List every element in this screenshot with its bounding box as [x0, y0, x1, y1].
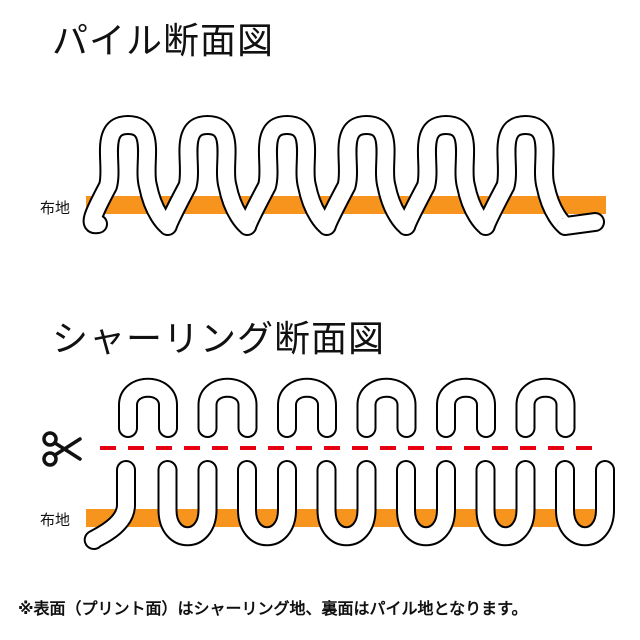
cut-pile-top-fill: [120, 379, 176, 436]
cut-pile-bottom-fill: [398, 462, 454, 545]
cut-pile-bottoms: [83, 460, 615, 550]
cut-pile-tops: [118, 377, 576, 438]
scissors-icon: [42, 431, 82, 467]
pile-loops: [82, 115, 605, 236]
cut-pile-bottom-fill: [557, 462, 613, 545]
shearing-section-title: シャーリング断面図: [52, 319, 386, 360]
cut-pile-top-fill: [199, 379, 256, 436]
cut-pile-top-fill: [438, 379, 494, 436]
footnote: ※表面（プリント面）はシャーリング地、裏面はパイル地となります。: [18, 599, 528, 618]
cut-pile-bottom-fill: [318, 462, 375, 545]
cut-pile-bottom-fill: [159, 462, 216, 545]
cut-pile-bottom-fill: [239, 462, 295, 545]
shearing-diagram: [83, 377, 615, 550]
cut-pile-bottom-fill: [85, 462, 134, 548]
shearing-fabric-label: 布地: [40, 511, 71, 529]
cut-pile-top-fill: [517, 379, 574, 436]
pile-diagram: [82, 115, 606, 236]
cut-pile-bottom-fill: [477, 462, 534, 545]
pile-yarn-fill: [84, 117, 603, 234]
cut-pile-top-fill: [279, 379, 335, 436]
pile-fabric-label: 布地: [40, 199, 71, 217]
cut-pile-top-fill: [358, 379, 415, 436]
pile-section-title: パイル断面図: [52, 21, 275, 62]
